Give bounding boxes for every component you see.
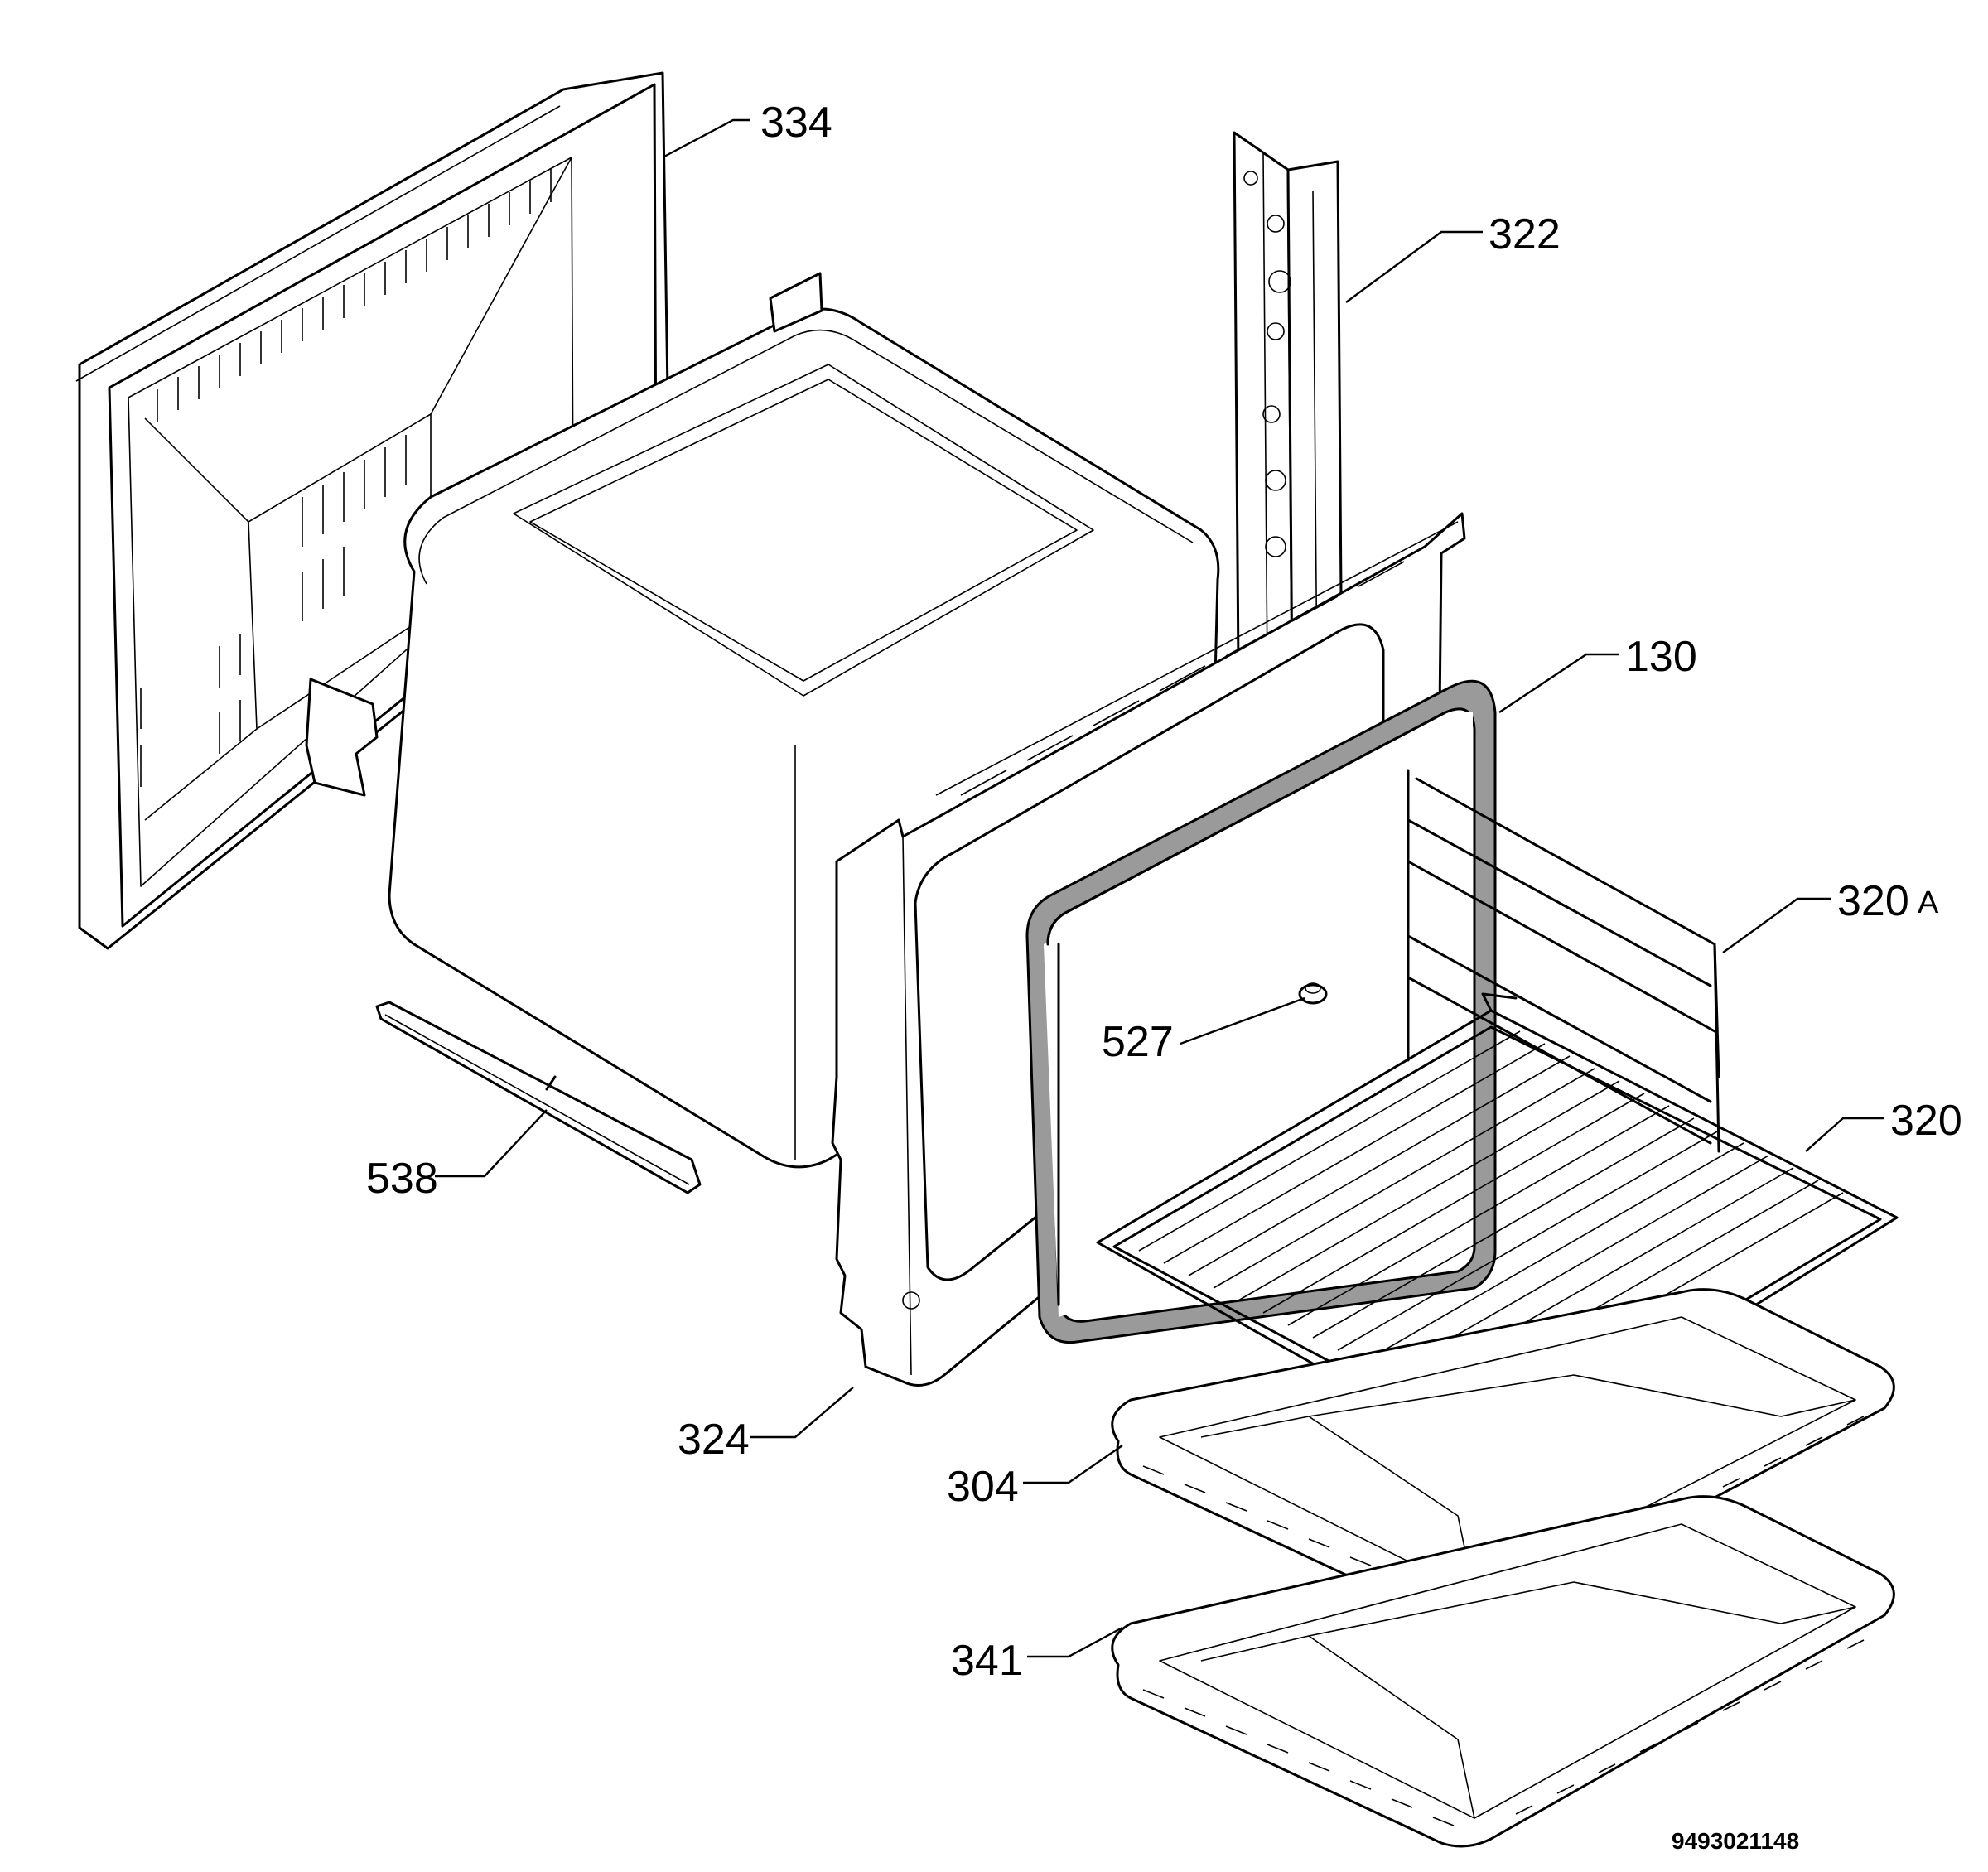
label-320a: 320 [1837,877,1909,925]
label-334: 334 [760,99,832,147]
label-322: 322 [1489,210,1561,258]
part-538-bottom-strip [375,1001,702,1194]
part-labels: 334 322 130 320 A 320 527 538 324 304 34… [366,99,1962,1854]
label-320: 320 [1890,1097,1962,1145]
label-324: 324 [678,1416,750,1464]
label-320a-suffix: A [1918,885,1939,920]
drawing-number: 9493021148 [1672,1828,1799,1854]
rear-panel-vent-slots [140,169,552,787]
leader-lines [435,118,1884,1658]
part-334-rear-panel [75,71,671,950]
part-130-door-gasket [1025,679,1497,1344]
label-341: 341 [951,1637,1023,1685]
front-frame-slots [960,561,1405,796]
label-130: 130 [1625,633,1697,681]
tray-341-slots [1142,1639,1865,1826]
part-341-deep-tray [1111,1495,1895,1848]
part-322-side-runner [1233,131,1344,706]
wire-shelf-bars [1138,1030,1844,1413]
label-538: 538 [366,1155,438,1203]
part-527-lamp-holder [1298,982,1328,1005]
label-527: 527 [1102,1018,1174,1066]
label-304: 304 [947,1463,1019,1511]
